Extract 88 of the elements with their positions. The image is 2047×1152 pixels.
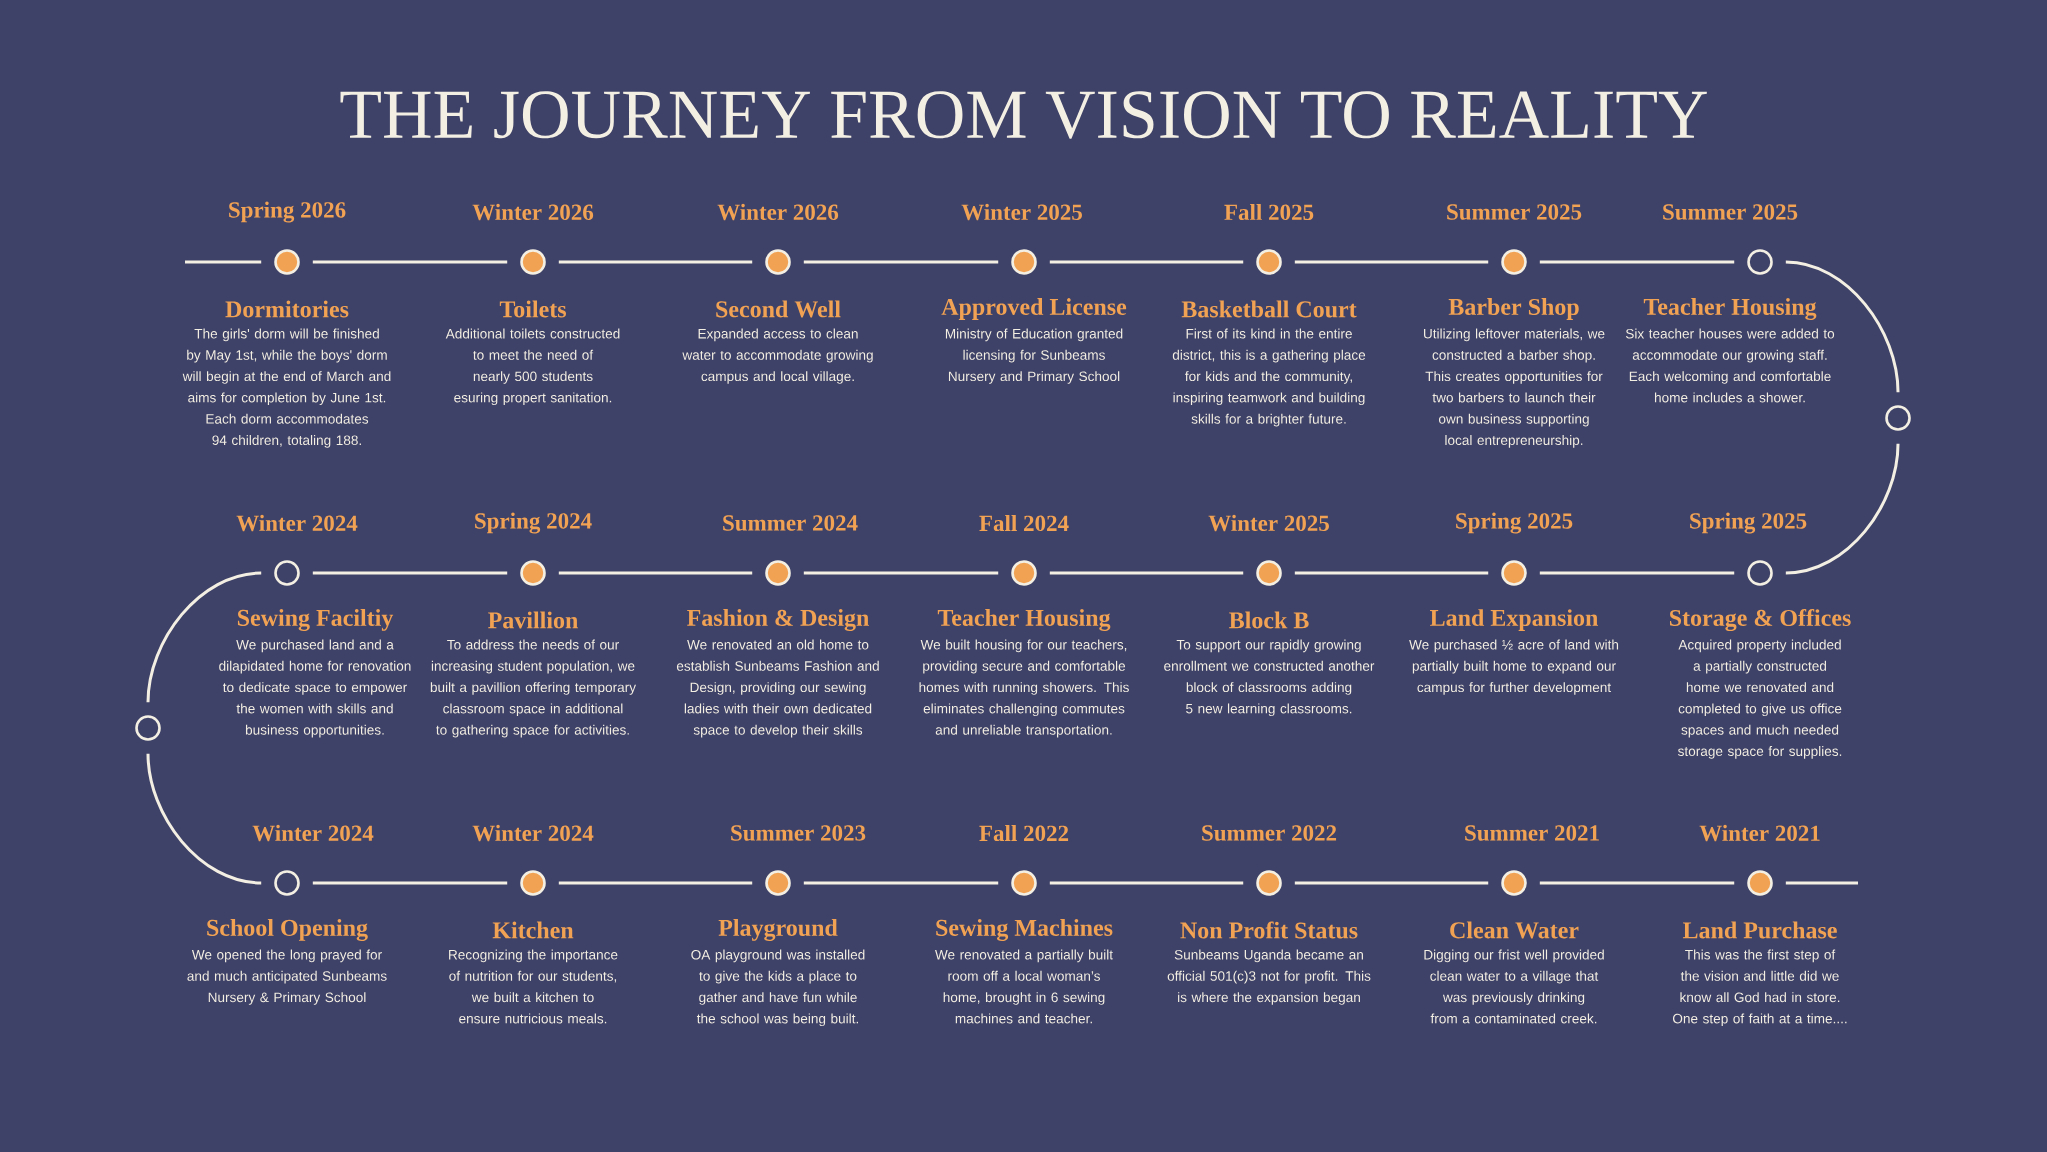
milestone-title: Fashion & Design bbox=[687, 609, 869, 631]
date-label: Winter 2024 bbox=[472, 824, 594, 842]
date-label: Fall 2022 bbox=[979, 824, 1069, 842]
milestone-title: Kitchen bbox=[492, 921, 574, 939]
date-label: Summer 2025 bbox=[1663, 204, 1798, 220]
milestone-description: We opened the long prayed for and much anticipated Sunbeams Nursery & Primary School bbox=[187, 949, 387, 1005]
connector-line bbox=[312, 260, 508, 264]
date-label: Winter 2021 bbox=[1699, 824, 1820, 842]
date-label: Winter 2024 bbox=[236, 514, 358, 532]
connector-line bbox=[1785, 260, 1900, 393]
milestone-title: Pavillion bbox=[488, 611, 578, 629]
date-label: Fall 2024 bbox=[979, 514, 1069, 532]
milestone-title: Sewing Machines bbox=[936, 919, 1113, 941]
connector-line bbox=[1539, 881, 1735, 885]
connector-line bbox=[558, 881, 753, 885]
milestone-title: Storage & Offices bbox=[1670, 608, 1851, 632]
milestone-title: Teacher Housing bbox=[937, 609, 1111, 631]
date-label: Spring 2025 bbox=[1690, 512, 1807, 534]
connector-line bbox=[1049, 571, 1244, 575]
date-label: Summer 2024 bbox=[723, 515, 858, 531]
date-label: Spring 2026 bbox=[229, 201, 346, 223]
connector-line bbox=[312, 571, 508, 575]
milestone-description: Digging our frist well provided clean water to a village that was previously drinking from a contaminated creek. bbox=[1424, 949, 1604, 1024]
milestone-description: We renovated a partially built room off a local woman’s home, brought in 6 sewing machines and teacher. bbox=[935, 949, 1113, 1024]
connector-line bbox=[558, 571, 753, 575]
date-label: Winter 2026 bbox=[717, 203, 839, 221]
milestone-title: Non Profit Status bbox=[1180, 921, 1358, 939]
milestone-description: Acquired property included a partially constructed home we renovated and completed to give us office spaces and much needed storage space for supplies. bbox=[1678, 639, 1842, 759]
milestone-description: To support our rapidly growing enrollment we constructed another block of classrooms adding 5 new learning classrooms. bbox=[1164, 639, 1375, 717]
connector-line bbox=[1785, 443, 1900, 575]
milestone-description: Expanded access to clean water to accommodate growing campus and local village. bbox=[682, 328, 873, 384]
connector-line bbox=[1785, 881, 1858, 885]
milestone-description: To address the needs of our increasing student population, we built a pavillion offering temporary classroom space in additional to gathering space for activities. bbox=[430, 639, 636, 738]
milestone-description: We built housing for our teachers, providing secure and comfortable homes with running showers. This eliminates challenging commutes and unreliable transportation. bbox=[919, 639, 1129, 738]
milestone-title: Teacher Housing bbox=[1643, 298, 1817, 320]
date-label: Spring 2025 bbox=[1456, 512, 1573, 534]
milestone-description: We purchased land and a dilapidated home for renovation to dedicate space to empower the women with skills and business opportunities. bbox=[219, 639, 411, 738]
connector-line bbox=[1539, 571, 1735, 575]
date-label: Winter 2026 bbox=[472, 203, 594, 221]
connector-line bbox=[1294, 881, 1489, 885]
connector-line bbox=[146, 571, 262, 703]
milestone-description: First of its kind in the entire district, this is a gathering place for kids and the community, inspiring teamwork and building skills for a brighter future. bbox=[1172, 328, 1366, 427]
milestone-title: Barber Shop bbox=[1448, 298, 1579, 320]
date-label: Summer 2021 bbox=[1465, 825, 1599, 841]
milestone-title: Land Purchase bbox=[1682, 921, 1837, 939]
date-label: Winter 2025 bbox=[961, 203, 1082, 221]
milestone-description: We purchased ½ acre of land with partially built home to expand our campus for further development bbox=[1409, 639, 1619, 695]
connector-line bbox=[312, 881, 508, 885]
connector-line bbox=[1539, 260, 1735, 264]
date-label: Fall 2025 bbox=[1224, 203, 1314, 221]
milestone-description: The girls' dorm will be finished by May 1st, while the boys' dorm will begin at the end of March and aims for completion by June 1st. Each dorm accommodates 94 children, totaling 188. bbox=[182, 328, 391, 448]
milestone-description: Ministry of Education granted licensing for Sunbeams Nursery and Primary School bbox=[945, 328, 1123, 384]
milestone-title: Dormitories bbox=[225, 300, 349, 318]
milestone-description: Recognizing the importance of nutrition for our students, we built a kitchen to ensure nutricious meals. bbox=[449, 949, 618, 1024]
connector-line bbox=[803, 260, 999, 264]
milestone-title: Block B bbox=[1229, 611, 1309, 629]
date-label: Winter 2025 bbox=[1208, 514, 1329, 532]
milestone-title: Approved License bbox=[941, 298, 1127, 320]
milestone-description: Additional toilets constructed to meet the need of nearly 500 students esuring propert sanitation. bbox=[445, 328, 620, 406]
date-label: Winter 2024 bbox=[252, 824, 374, 842]
connector-line bbox=[146, 753, 262, 885]
connector-line bbox=[1049, 881, 1244, 885]
milestone-title: Sewing Faciltiy bbox=[237, 609, 394, 631]
connector-line bbox=[185, 260, 262, 264]
milestone-description: OA playground was installed to give the kids a place to gather and have fun while the school was being built. bbox=[691, 949, 865, 1027]
milestone-title: School Opening bbox=[207, 919, 368, 941]
milestone-title: Clean Water bbox=[1450, 921, 1579, 939]
connector-line bbox=[803, 571, 999, 575]
milestone-title: Basketball Court bbox=[1181, 300, 1357, 318]
date-label: Summer 2025 bbox=[1447, 204, 1582, 220]
page-title: THE JOURNEY FROM VISION TO REALITY bbox=[340, 91, 1707, 139]
milestone-description: We renovated an old home to establish Sunbeams Fashion and Design, providing our sewing ladies with their own dedicated space to develop their skills bbox=[676, 639, 879, 738]
milestone-description: Six teacher houses were added to accommodate our growing staff. Each welcoming and comfortable home includes a shower. bbox=[1625, 328, 1835, 403]
milestone-description: Sunbeams Uganda became an official 501(c)3 not for profit. This is where the expansion began bbox=[1167, 949, 1371, 1005]
milestone-title: Second Well bbox=[716, 300, 841, 318]
milestone-description: This was the first step of the vision and little did we know all God had in store. One step of faith at a time.... bbox=[1673, 949, 1847, 1027]
milestone-title: Playground bbox=[718, 919, 838, 941]
connector-line bbox=[1294, 571, 1489, 575]
date-label: Spring 2024 bbox=[475, 512, 592, 534]
date-label: Summer 2023 bbox=[731, 825, 866, 841]
milestone-title: Toilets bbox=[499, 300, 566, 318]
date-label: Summer 2022 bbox=[1202, 825, 1337, 841]
milestone-description: Utilizing leftover materials, we constructed a barber shop. This creates opportunities for two barbers to launch their own business supporting local entrepreneurship. bbox=[1424, 328, 1605, 448]
connector-line bbox=[1049, 260, 1244, 264]
connector-line bbox=[803, 881, 999, 885]
milestone-title: Land Expansion bbox=[1430, 609, 1598, 631]
connector-line bbox=[1294, 260, 1489, 264]
connector-line bbox=[558, 260, 753, 264]
